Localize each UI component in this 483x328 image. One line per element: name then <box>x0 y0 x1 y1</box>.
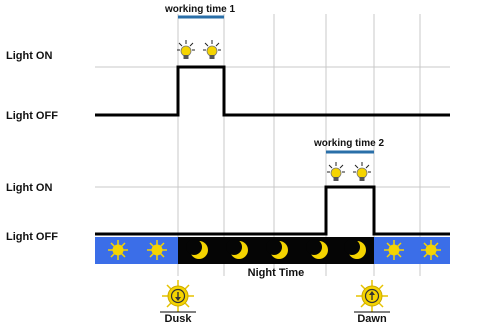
moon-icon <box>186 239 208 259</box>
bulb-icon <box>177 40 195 59</box>
timeline-2-signal <box>95 185 450 236</box>
dawn-label: Dawn <box>357 313 387 325</box>
vertical-grid <box>177 14 421 276</box>
working-time-1-caption: working time 1 <box>164 4 235 15</box>
horizontal-grid <box>95 66 450 188</box>
sun-icon <box>384 240 404 260</box>
bulb-icon <box>203 40 221 59</box>
night-time-caption: Night Time <box>248 267 305 279</box>
sun-icon <box>147 240 167 260</box>
bulb-icon <box>327 162 345 181</box>
sun-icon <box>421 240 441 260</box>
timeline-2-off-label: Light OFF <box>6 231 58 243</box>
day-night-band <box>95 237 450 264</box>
moon-icon <box>344 239 366 259</box>
dusk-label: Dusk <box>165 313 193 325</box>
bulb-icon <box>353 162 371 181</box>
moon-icon <box>306 239 328 259</box>
dawn-sun-up-icon <box>356 280 388 312</box>
timeline-1-on-label: Light ON <box>6 50 52 62</box>
timeline-1-off-label: Light OFF <box>6 110 58 122</box>
timeline-1-signal <box>95 65 450 117</box>
sun-icon <box>108 240 128 260</box>
moon-icon <box>226 239 248 259</box>
timeline-2-on-label: Light ON <box>6 182 52 194</box>
dusk-sun-down-icon <box>162 280 194 312</box>
moon-icon <box>266 239 288 259</box>
working-time-2-caption: working time 2 <box>313 138 384 149</box>
